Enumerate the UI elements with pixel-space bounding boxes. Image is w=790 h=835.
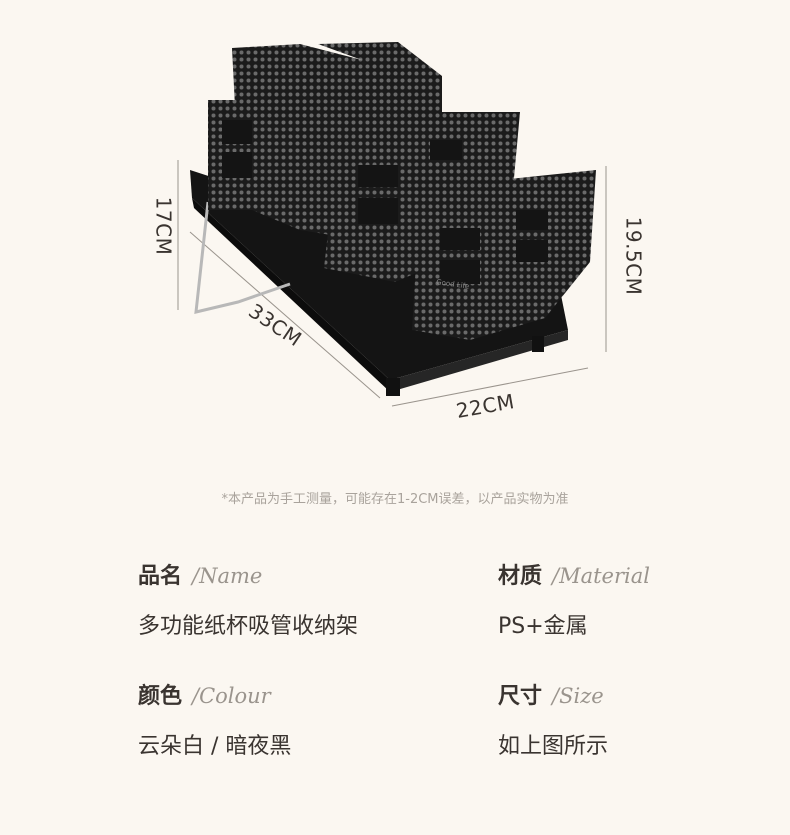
spec-material-value: PS+金属: [498, 614, 588, 639]
spec-size-title-cn: 尺寸: [498, 684, 543, 709]
spec-colour-title: 颜色 /Colour: [138, 678, 438, 710]
product-figure: Good Life 17CM 19.5CM 33CM 22CM: [151, 42, 646, 423]
spec-name-title-cn: 品名: [138, 564, 183, 589]
spec-name-value: 多功能纸杯吸管收纳架: [138, 614, 359, 639]
height-b-label: 19.5CM: [621, 216, 646, 296]
spec-material-title: 材质 /Material: [498, 558, 790, 590]
spec-name: 品名 /Name 多功能纸杯吸管收纳架: [138, 558, 438, 640]
product-illustration: Good Life: [177, 42, 607, 407]
spec-size-title-en: /Size: [552, 684, 604, 708]
spec-size-title: 尺寸 /Size: [498, 678, 790, 710]
depth-dimension-line: [189, 231, 381, 399]
spec-size-value: 如上图所示: [498, 734, 609, 759]
spec-name-title-en: /Name: [192, 564, 263, 588]
spec-material-title-en: /Material: [552, 564, 650, 588]
front-holder: [412, 170, 596, 340]
height-a-label: 17CM: [151, 196, 176, 256]
tray-foot-front: [386, 378, 400, 396]
spec-size: 尺寸 /Size 如上图所示: [498, 678, 790, 760]
spec-name-title: 品名 /Name: [138, 558, 438, 590]
spec-colour: 颜色 /Colour 云朵白 / 暗夜黑: [138, 678, 438, 760]
spec-colour-title-cn: 颜色: [138, 684, 183, 709]
base-tray-edge: [192, 198, 390, 392]
base-tray-front: [390, 330, 568, 392]
measurement-note: *本产品为手工测量，可能存在1-2CM误差，以产品实物为准: [221, 492, 569, 507]
spec-material: 材质 /Material PS+金属: [498, 558, 790, 640]
metal-stand: [194, 201, 291, 314]
spec-colour-title-en: /Colour: [192, 684, 271, 708]
spec-colour-value: 云朵白 / 暗夜黑: [138, 734, 292, 759]
tray-foot-right: [532, 336, 544, 352]
width-dimension-line: [391, 367, 589, 407]
spec-material-title-cn: 材质: [498, 564, 543, 589]
